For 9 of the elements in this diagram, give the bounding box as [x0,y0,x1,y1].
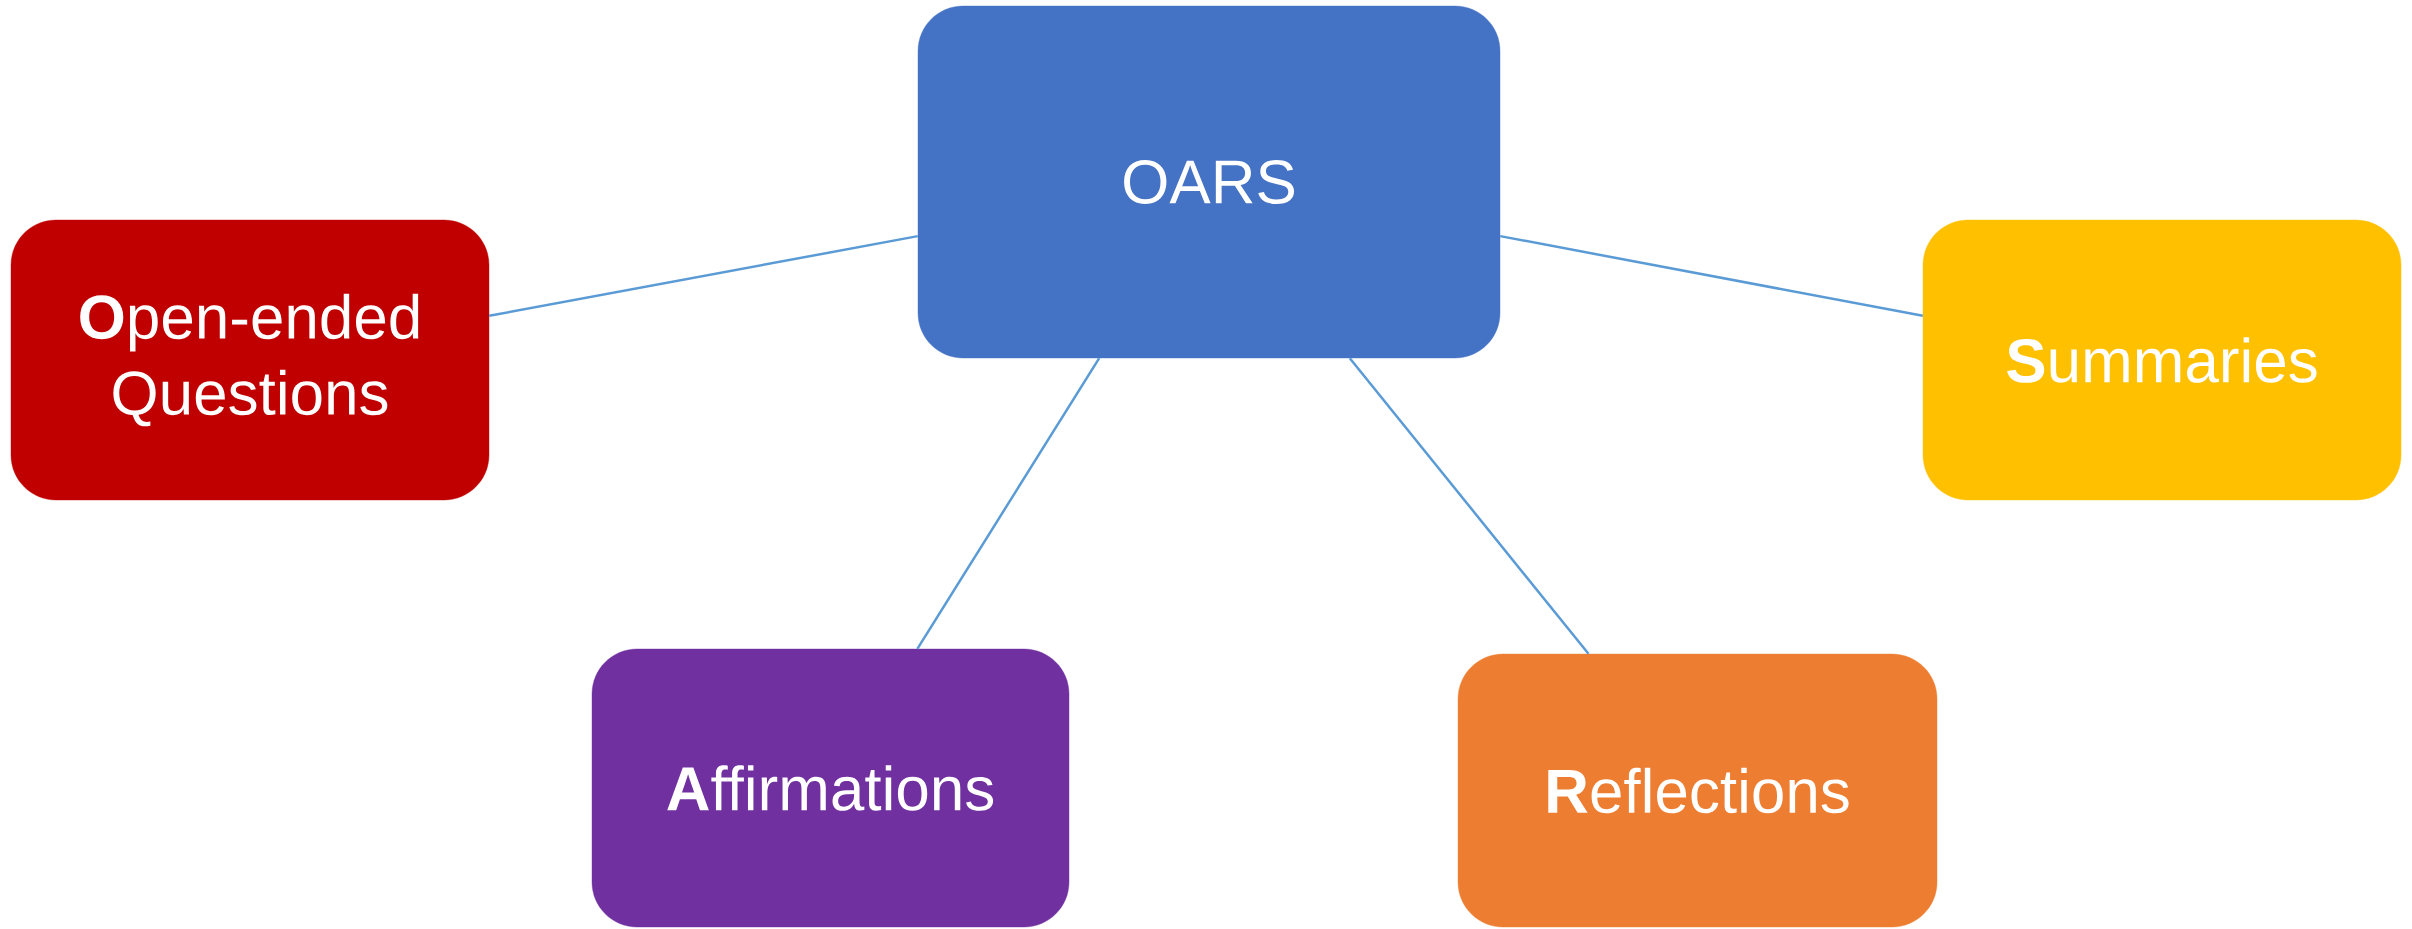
concept-box: Open-ended Questions [10,219,490,501]
connector-line [489,234,919,318]
connector-line [916,357,1101,650]
concept-box: Affirmations [591,648,1070,928]
concept-box: Reflections [1457,653,1938,928]
central-box: OARS [917,5,1501,359]
connector-line [1348,357,1590,655]
concept-box: Summaries [1922,219,2402,501]
connector-line [1500,234,1924,318]
